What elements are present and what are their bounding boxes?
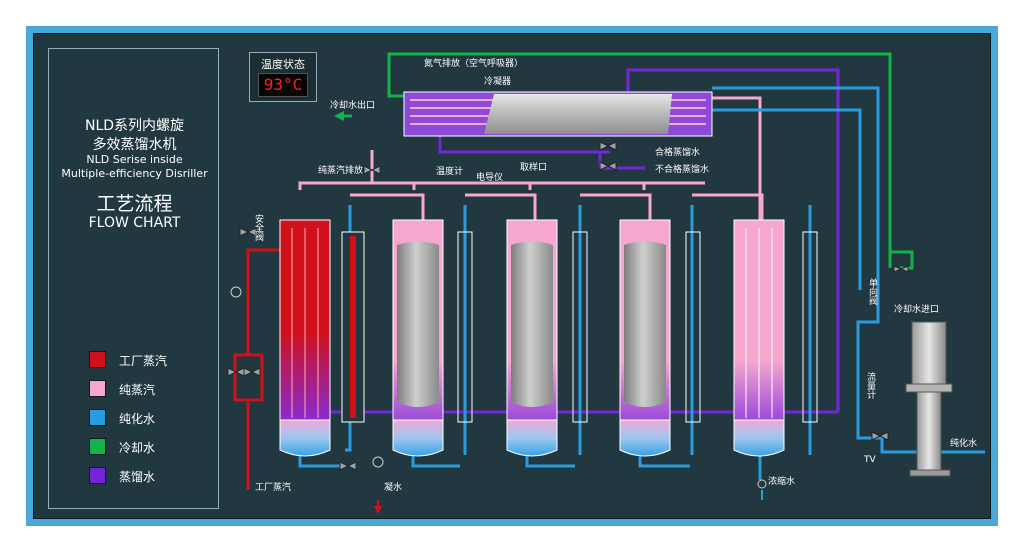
legend-label: 纯化水 — [119, 412, 156, 426]
nitrogen-vent-label: 氮气排放（空气呼吸器） — [424, 57, 523, 69]
temperature-display: 93°C — [258, 73, 308, 97]
purified-water-pipes — [298, 86, 985, 480]
factory-steam-inlet-label: 工厂蒸汽 — [255, 481, 291, 493]
title-cn-line2: 多效蒸馏水机 — [92, 137, 177, 153]
purified-water-label: 纯化水 — [950, 437, 977, 449]
effect-column-3 — [506, 219, 588, 457]
legend-label: 冷却水 — [119, 441, 156, 455]
sample-port-label: 取样口 — [520, 161, 547, 173]
title-en-line2: Multiple-efficiency Disriller — [61, 167, 208, 180]
flow-chart-title-en: FLOW CHART — [88, 215, 181, 231]
condensate-label: 凝水 — [384, 481, 402, 493]
safety-valve-label: 安全阀 — [253, 213, 264, 242]
concentrate-label: 浓缩水 — [768, 475, 795, 487]
condenser-label: 冷凝器 — [484, 75, 511, 87]
effect-column-5 — [733, 219, 818, 457]
thermometer-label: 温度计 — [436, 165, 463, 177]
flowmeter-label: 流量计 — [865, 371, 876, 400]
condenser — [403, 91, 713, 137]
temperature-title: 温度状态 — [261, 58, 305, 71]
legend-label: 蒸馏水 — [119, 470, 156, 484]
check-valve-label: 单向阀 — [867, 277, 878, 306]
pure-steam-pipes — [298, 96, 764, 220]
flow-arrows — [334, 111, 763, 514]
title-en-line1: NLD Serise inside — [86, 153, 183, 166]
legend-label: 纯蒸汽 — [119, 383, 156, 397]
temperature-status-box: 温度状态 93°C — [249, 52, 317, 102]
legend-swatch — [89, 380, 106, 397]
factory-steam-pipes — [233, 248, 280, 490]
temperature-value: 93 — [263, 75, 283, 94]
flow-chart-title-cn: 工艺流程 — [96, 193, 173, 215]
title-cn-line1: NLD系列内螺旋 — [84, 118, 185, 134]
qualified-distilled-water-label: 合格蒸馏水 — [655, 146, 700, 158]
unqualified-distilled-water-label: 不合格蒸馏水 — [655, 163, 709, 175]
legend-label: 工厂蒸汽 — [119, 354, 168, 368]
feed-pump — [905, 321, 953, 477]
legend-swatch — [89, 409, 106, 426]
title-panel: NLD系列内螺旋 多效蒸馏水机 NLD Serise inside Multip… — [48, 48, 219, 509]
tv-label: TV — [863, 455, 876, 465]
conductivity-meter-label: 电导仪 — [476, 171, 503, 183]
cooling-water-inlet-label: 冷却水进口 — [894, 303, 939, 315]
cooling-water-pipes — [387, 52, 914, 270]
effect-column-1 — [279, 219, 365, 457]
effect-column-2 — [392, 219, 473, 457]
temperature-unit: °C — [283, 75, 303, 94]
valves — [227, 141, 909, 489]
legend-swatch — [89, 467, 106, 484]
pure-steam-vent-label: 纯蒸汽排放 — [318, 164, 363, 176]
cooling-water-outlet-label: 冷却水出口 — [330, 99, 375, 111]
legend-swatch — [89, 351, 106, 368]
effect-column-4 — [619, 219, 701, 457]
legend-swatch — [89, 438, 106, 455]
